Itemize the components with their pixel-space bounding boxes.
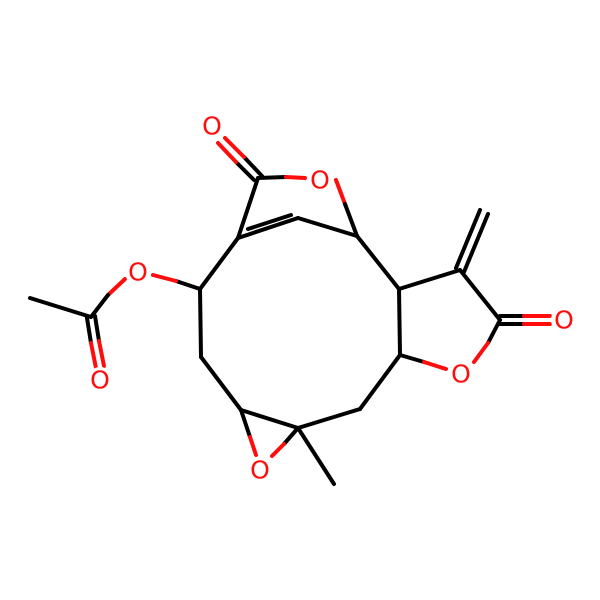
atom-label-background [125, 259, 151, 285]
bond-line [296, 216, 359, 238]
atom-label: O [451, 360, 471, 389]
bond-line [89, 293, 110, 319]
bond-line [296, 407, 362, 430]
bond-line [284, 175, 307, 180]
bond-line [358, 353, 402, 411]
atom-label: O [310, 166, 330, 195]
bond-line [151, 273, 178, 283]
double-bond-line [216, 141, 238, 164]
bond-line [334, 178, 347, 206]
oxygen-atom-o3: O [551, 306, 577, 335]
bond-line [174, 279, 202, 291]
atom-label-background [448, 361, 474, 387]
bond-line [422, 360, 448, 371]
bond-line [296, 426, 336, 486]
bond-line [397, 268, 462, 291]
bond-line [198, 236, 240, 291]
atom-label: O [250, 456, 270, 485]
double-bond-line [234, 160, 256, 182]
atom-label-background [199, 113, 225, 139]
double-bond-line [462, 212, 490, 274]
double-bond-line [236, 216, 300, 240]
atom-label-background [551, 307, 577, 333]
oxygen-atom-o2: O [307, 166, 333, 195]
bond-line [198, 287, 203, 359]
double-bond-line [242, 155, 264, 178]
bond-line [28, 296, 93, 319]
double-bond-line [93, 314, 101, 343]
oxygen-atom-o1: O [199, 112, 225, 141]
oxygen-atom-o7: O [247, 456, 273, 485]
double-bond-line [97, 339, 106, 368]
bond-line [248, 435, 258, 457]
bond-line [239, 408, 300, 430]
atom-label-background [87, 367, 113, 393]
bond-line [236, 176, 260, 240]
oxygen-atom-o5: O [87, 366, 113, 395]
atom-label: O [554, 306, 574, 335]
bond-line [472, 341, 490, 364]
bond-line [343, 202, 359, 238]
atom-label-background [307, 167, 333, 193]
bond-line [355, 234, 401, 291]
bond-line [199, 355, 243, 412]
atom-label: O [90, 366, 110, 395]
bond-line [398, 353, 426, 364]
double-bond-line [89, 341, 98, 370]
bond-line [239, 408, 252, 439]
oxygen-atom-o6: O [125, 258, 151, 287]
bond-line [270, 442, 286, 458]
bond-line [486, 318, 502, 345]
double-bond-line [223, 136, 246, 159]
bond-line [282, 426, 300, 446]
double-bond-line [85, 316, 93, 345]
atom-label-background [247, 457, 273, 483]
bond-line [397, 287, 402, 357]
bond-line [458, 268, 502, 322]
atom-label: O [202, 112, 222, 141]
oxygen-atom-o4: O [448, 360, 474, 389]
atom-label: O [128, 258, 148, 287]
double-bond-line [246, 213, 293, 231]
double-bond-line [454, 208, 482, 270]
bond-line [106, 277, 127, 297]
